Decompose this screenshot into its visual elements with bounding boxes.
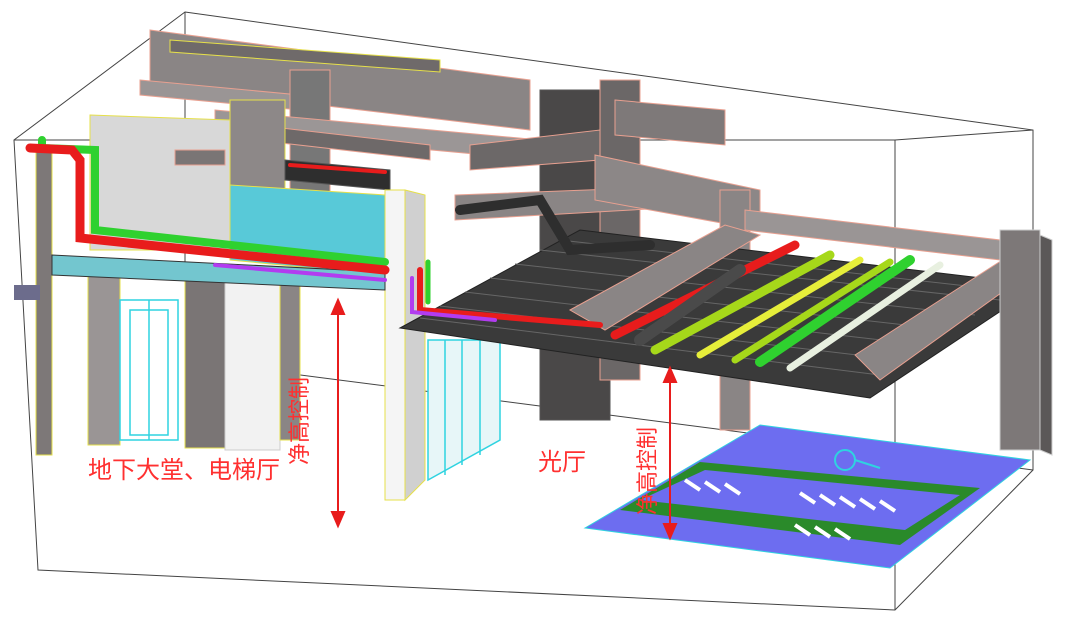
lobby-pipes [25,136,390,282]
glass-curtain-wall [427,339,501,482]
clear-height-arrow-right [662,365,678,541]
light-hall-label: 光厅 [538,448,586,476]
parking-area [583,424,1032,569]
clear-height-label-left: 净高控制 [288,377,313,465]
clear-height-label-right: 净高控制 [636,427,661,515]
deck-beams [568,224,1053,456]
clear-height-arrow-left [330,297,346,529]
lobby-label: 地下大堂、电梯厅 [88,456,280,484]
left-walls [35,144,426,502]
deck-pipes [410,194,944,372]
elevator-doors [119,299,179,441]
accessible-parking-icon [834,449,881,471]
